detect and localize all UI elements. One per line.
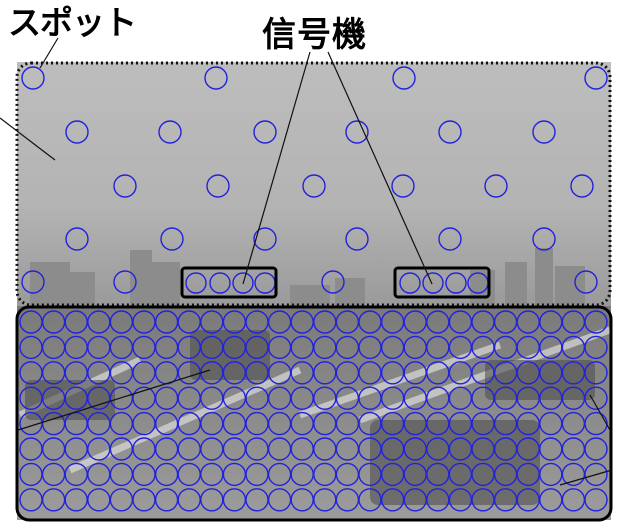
road-spot-circle bbox=[584, 437, 608, 461]
spot-circle bbox=[584, 66, 608, 90]
spot-circle bbox=[574, 270, 598, 294]
road-spot-circle bbox=[584, 310, 608, 334]
road-leader-line-3 bbox=[559, 469, 613, 486]
spot-circle bbox=[160, 227, 184, 251]
spot-circle bbox=[21, 270, 45, 294]
spot-circle bbox=[484, 174, 508, 198]
spot-circle bbox=[321, 270, 345, 294]
signal-leader-line-left bbox=[242, 51, 311, 285]
region-leader-line-upper bbox=[0, 117, 56, 161]
spot-circle bbox=[345, 227, 369, 251]
signal-label: 信号機 bbox=[262, 15, 367, 55]
lower-road-region bbox=[15, 305, 613, 522]
lower-spot-group bbox=[19, 310, 608, 512]
signal-spot-circle bbox=[399, 272, 421, 294]
spot-circle bbox=[113, 270, 137, 294]
spot-circle bbox=[532, 120, 556, 144]
upper-sky-region bbox=[15, 61, 612, 307]
road-spot-circle bbox=[584, 488, 608, 512]
road-spot-circle bbox=[584, 386, 608, 410]
spot-circle bbox=[438, 120, 462, 144]
spot-circle bbox=[532, 227, 556, 251]
spot-circle bbox=[204, 66, 228, 90]
spot-circle bbox=[65, 227, 89, 251]
spot-circle bbox=[345, 120, 369, 144]
signal-spot-circle bbox=[232, 272, 254, 294]
spot-circle bbox=[21, 66, 45, 90]
city-skyline bbox=[30, 248, 585, 306]
spot-circle bbox=[65, 120, 89, 144]
signal-leader-line-right bbox=[327, 51, 433, 285]
spot-circle bbox=[158, 120, 182, 144]
road-spot-circle bbox=[584, 361, 608, 385]
spot-circle bbox=[253, 120, 277, 144]
signal-spot-circle bbox=[422, 272, 444, 294]
signal-box-right bbox=[393, 266, 491, 299]
spot-circle bbox=[113, 174, 137, 198]
road-spot-circle bbox=[584, 335, 608, 360]
spot-circle bbox=[253, 227, 277, 251]
road-spot-circle bbox=[584, 462, 608, 487]
signal-box-left bbox=[180, 266, 278, 299]
spot-circle bbox=[391, 174, 415, 198]
signal-spot-circle bbox=[185, 272, 207, 294]
spot-circle bbox=[392, 66, 416, 90]
spot-circle bbox=[206, 174, 230, 198]
spot-leader-line bbox=[39, 37, 59, 69]
road-leader-line-2 bbox=[589, 394, 611, 431]
signal-spot-circle bbox=[445, 272, 467, 294]
spot-circle bbox=[570, 174, 594, 198]
upper-spot-group bbox=[21, 66, 608, 294]
road-leader-line-1 bbox=[17, 369, 211, 431]
leader-lines bbox=[0, 37, 613, 486]
spot-circle bbox=[438, 227, 462, 251]
spot-label: スポット bbox=[8, 3, 137, 42]
signal-spot-circle bbox=[209, 272, 231, 294]
spot-circle bbox=[302, 174, 326, 198]
